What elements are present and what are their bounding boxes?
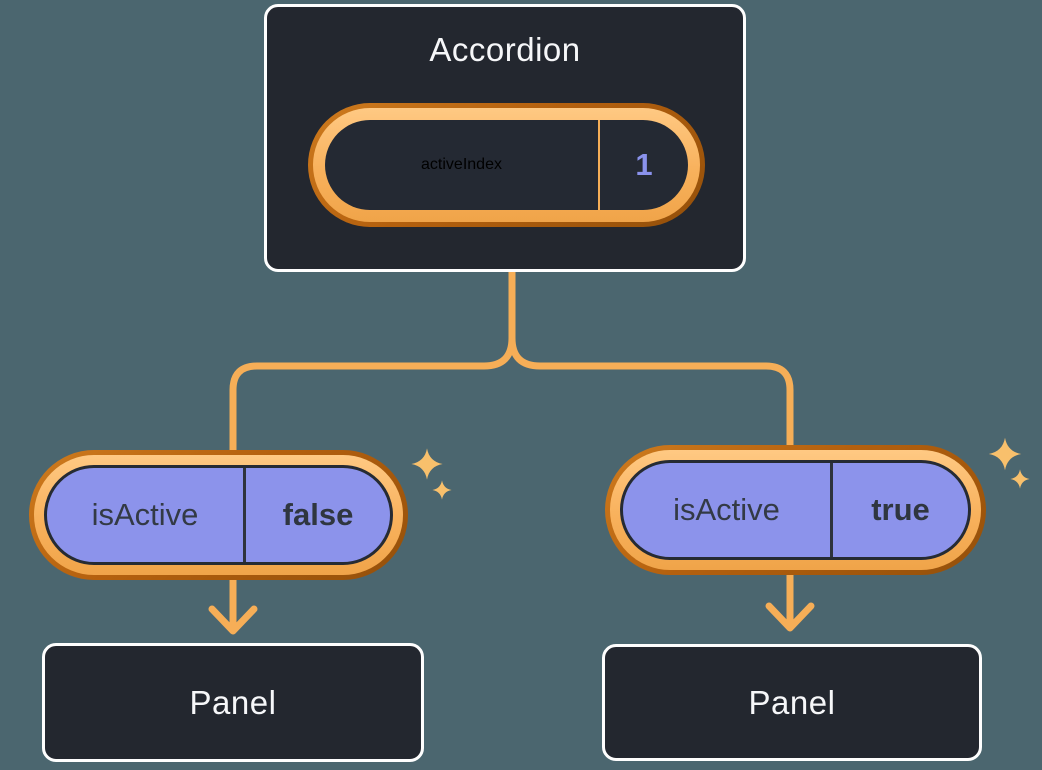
panel-node-right: Panel [602, 644, 982, 761]
panel-label: Panel [189, 683, 277, 721]
arrow-right-head [765, 602, 815, 632]
panel-label: Panel [748, 683, 836, 721]
sparkle-icon [432, 480, 452, 500]
connector-left-branch [229, 268, 516, 456]
prop-name-label: isActive [673, 492, 780, 527]
accordion-title: Accordion [429, 31, 581, 68]
arrow-left-head [208, 605, 258, 635]
prop-value-label: false [282, 497, 354, 532]
prop-pill-isactive-right: isActive true [605, 445, 986, 575]
sparkle-icon [988, 437, 1022, 471]
state-pill-ring: activeIndex 1 [313, 108, 700, 222]
prop-pill-isactive-left: isActive false [29, 450, 408, 580]
prop-pill-ring: isActive true [610, 450, 981, 570]
state-name-label: activeIndex [421, 156, 502, 173]
pill-divider [830, 463, 833, 557]
panel-node-left: Panel [42, 643, 424, 762]
state-pill-activeindex: activeIndex 1 [308, 103, 705, 227]
connector-right-branch [508, 268, 794, 451]
sparkle-icon [411, 448, 443, 480]
prop-name-label: isActive [91, 497, 199, 532]
sparkle-icon [1010, 469, 1030, 489]
prop-value-label: true [871, 492, 930, 527]
pill-divider [598, 120, 600, 210]
pill-divider [243, 468, 246, 562]
prop-pill-ring: isActive false [34, 455, 403, 575]
state-value-label: 1 [635, 147, 653, 182]
